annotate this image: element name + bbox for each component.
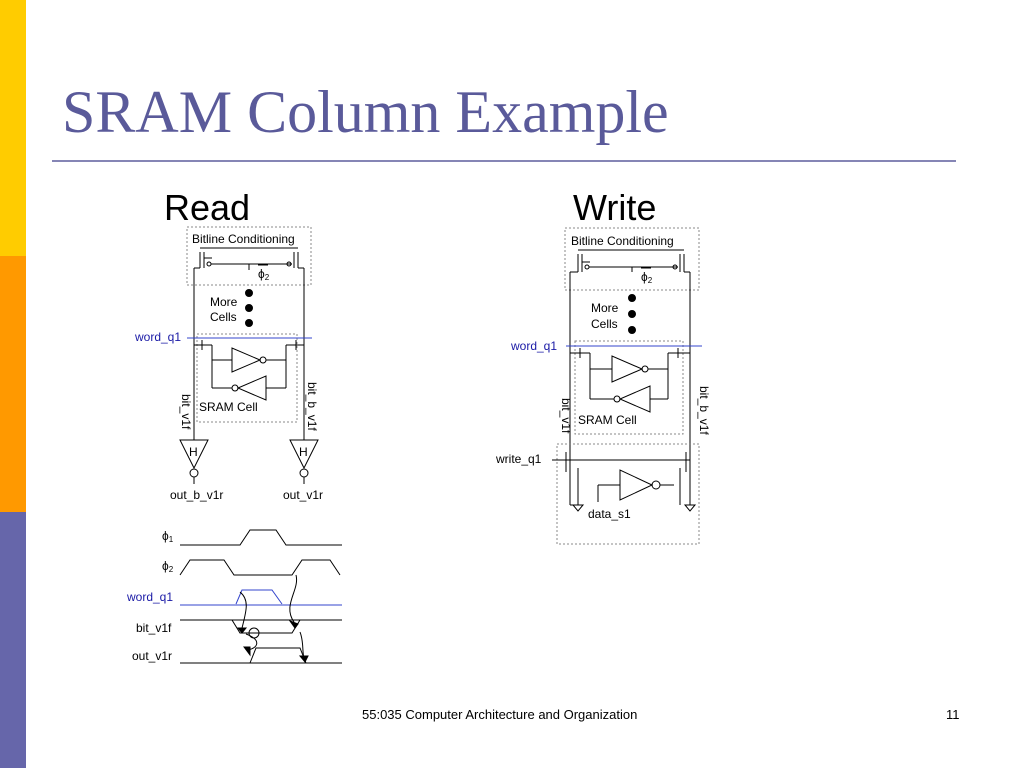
read-bitline-conditioning-label: Bitline Conditioning [192,232,295,246]
slide-title: SRAM Column Example [62,79,669,145]
write-bit-right-label: bit_b_v1f [697,386,711,435]
read-phi2-label: ϕ2 [258,267,270,282]
write-data-label: data_s1 [588,507,631,521]
read-schematic [179,226,319,484]
accent-bar-orange [0,256,26,512]
timing-bit-label: bit_v1f [136,621,172,635]
read-more-cells-label: More Cells [210,295,238,324]
page-number: 11 [946,707,960,722]
accent-bar-purple [0,512,26,768]
write-bitline-conditioning-label: Bitline Conditioning [571,234,674,248]
write-heading: Write [573,187,657,228]
write-enable-label: write_q1 [496,452,542,466]
read-sram-cell-label: SRAM Cell [199,400,258,414]
timing-word-label: word_q1 [127,590,174,604]
accent-bar-yellow [0,0,26,256]
timing-out-label: out_v1r [132,649,173,663]
write-more-cells-label: More Cells [591,301,619,331]
read-heading: Read [164,187,251,228]
read-bit-right-label: bit_b_v1f [305,382,319,431]
write-sram-cell-label: SRAM Cell [578,413,637,427]
read-buffer-h-left: H [189,445,198,459]
footer-course-name: 55:035 Computer Architecture and Organiz… [362,707,638,722]
read-out-right-label: out_v1r [283,488,324,502]
write-word-line-label: word_q1 [511,339,558,353]
read-word-line-label: word_q1 [135,330,182,344]
title-divider [52,160,956,162]
read-out-left-label: out_b_v1r [170,488,224,502]
timing-phi2-label: ϕ2 [162,559,174,574]
read-buffer-h-right: H [299,445,308,459]
read-bit-left-label: bit_v1f [179,394,193,430]
timing-diagram [179,529,342,664]
write-schematic [552,227,702,545]
timing-phi1-label: ϕ1 [162,529,174,544]
write-phi2-label: ϕ2 [641,270,653,285]
write-bit-left-label: bit_v1f [559,398,573,434]
